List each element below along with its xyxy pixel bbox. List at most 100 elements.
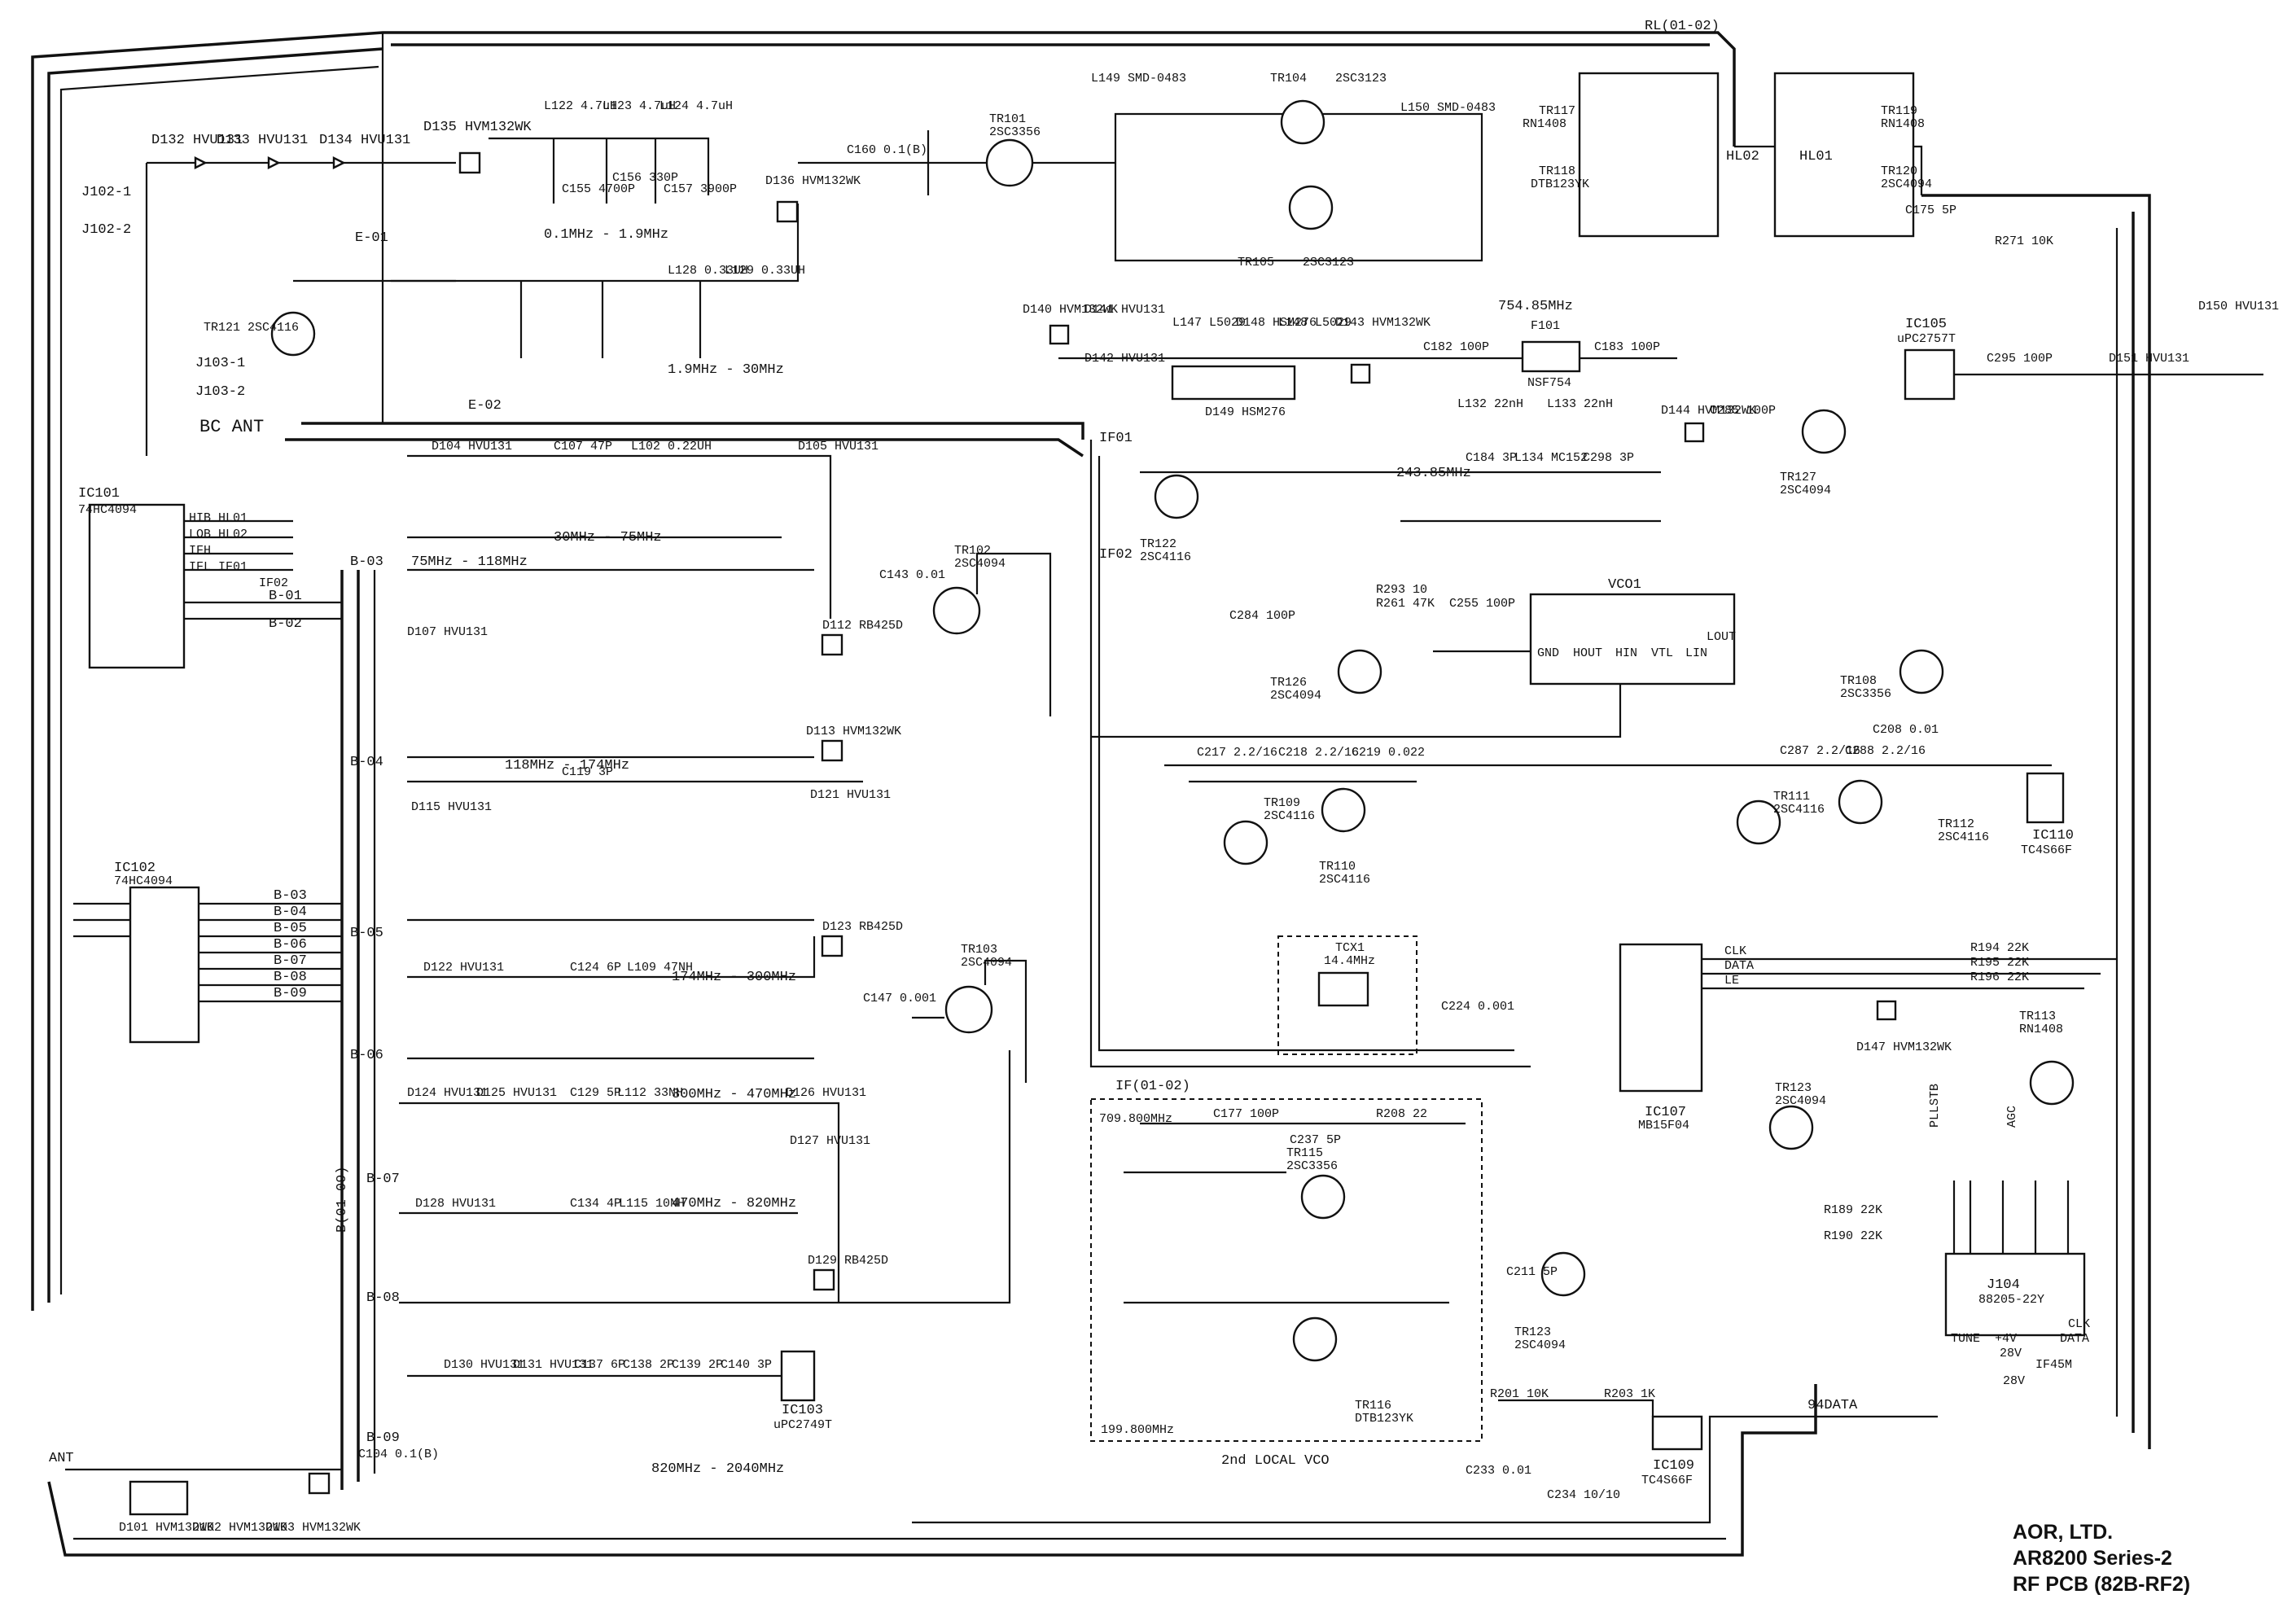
label-tr121: TR121 2SC4116 (204, 321, 299, 335)
freq-note-243: 243.85MHz (1396, 466, 1471, 481)
label-r203: R203 1K (1604, 1387, 1655, 1401)
band-label-8: 820MHz - 2040MHz (651, 1461, 784, 1477)
label-d133: D133 HVU131 (217, 133, 308, 148)
j104-pin-4v: +4V (1995, 1332, 2017, 1346)
label-tr120: TR122 (1140, 537, 1176, 551)
label-c234: C234 10/10 (1547, 1488, 1620, 1502)
label-tr111: TR111 (1773, 790, 1810, 804)
ic102-pin-b06: B-06 (274, 937, 307, 953)
label-r195: R195 22K (1970, 956, 2029, 970)
label-tr102: TR102 (954, 544, 991, 558)
ic101-pin-ifl: IFL IF01 (189, 560, 248, 574)
label-c233: C233 0.01 (1466, 1464, 1531, 1478)
net-e01: E-01 (355, 230, 388, 246)
net-pllstb: PLLSTB (1928, 1084, 1942, 1128)
transistor-tr123 (1540, 1251, 1586, 1297)
ic101-pin-hib: HIB HL01 (189, 511, 248, 525)
label-tr113-part: RN1408 (2019, 1023, 2063, 1036)
vco1-pin-hin: HIN (1615, 646, 1637, 660)
label-l134: L134 MC152 (1514, 451, 1588, 465)
ic101-pin-if02: IF02 (259, 576, 288, 590)
label-c182: C182 100P (1423, 340, 1489, 354)
net-b04: B-04 (350, 755, 383, 770)
tr123-section: TR123 2SC4094 C211 5P IC109 TC4S66F R201… (1466, 1251, 1703, 1502)
if-243-section: 243.85MHz C184 3P L134 MC152 C298 3P TR1… (1140, 451, 1661, 564)
label-d131: D131 HVU131 (513, 1358, 594, 1372)
label-d136: D136 HVM132WK (765, 174, 861, 188)
transistor-tr101 (985, 138, 1034, 187)
band-label-6: 300MHz - 470MHz (672, 1087, 796, 1102)
net-if-bus: IF(01-02) (1115, 1079, 1190, 1094)
label-c143: C143 0.01 (879, 568, 945, 582)
label-tr114: TR115 (1286, 1146, 1323, 1160)
transistor-tr103 (944, 985, 993, 1034)
filter-75-118mhz: 75MHz - 118MHz D107 HVU131 D112 RB425D D… (407, 554, 903, 762)
title-company: AOR, LTD. (2013, 1521, 2113, 1544)
label-c285: C285 100P (1710, 404, 1776, 418)
label-j102-2: J102-2 (81, 222, 131, 238)
band-label-1: 1.9MHz - 30MHz (668, 362, 784, 378)
vco1-section: VCO1 GND HOUT HIN VTL LIN LOUT C284 100P… (1091, 577, 1736, 738)
ic101-pin-lob: LOB HL02 (189, 528, 248, 541)
filter-820-2040mhz: D130 HVU131 D131 HVU131 C137 6P C138 2P … (407, 1350, 832, 1477)
ic110-part: TC4S66F (2021, 843, 2072, 857)
second-local-vco: 709.800MHz 199.800MHz 2nd LOCAL VCO IF(0… (1090, 1079, 1483, 1469)
label-c284: C284 100P (1229, 609, 1295, 623)
label-l129: L129 0.33UH (725, 264, 805, 278)
label-d135: D135 HVM132WK (423, 120, 532, 135)
ic105-section: IC105 uPC2757T C295 100P D151 HVU131 D15… (1780, 300, 2279, 497)
label-tr123: TR123 (1514, 1325, 1551, 1339)
ic103-ref: IC103 (782, 1403, 823, 1418)
vco1-pin-vtl: VTL (1651, 646, 1673, 660)
label-tr108: TR108 (1840, 674, 1877, 688)
transistor-tr115 (1292, 1316, 1338, 1362)
label-l149: L149 SMD-0483 (1091, 72, 1186, 85)
label-j103-1: J103-1 (195, 356, 245, 371)
filter-300-470mhz: D124 HVU131 D125 HVU131 C129 5P L112 33N… (399, 1086, 870, 1303)
diode-d140 (1049, 324, 1070, 345)
diode-d123 (821, 935, 843, 957)
transistor-tr105 (1288, 185, 1334, 230)
label-l150: L150 SMD-0483 (1400, 101, 1496, 115)
loop-filter-section: C217 2.2/16 C218 2.2/16 C219 0.022 TR109… (1164, 723, 2074, 887)
filter-30-75mhz: D104 HVU131 C107 47P L102 0.22UH D105 HV… (407, 440, 879, 619)
diode-d136 (776, 200, 799, 223)
net-b06: B-06 (350, 1048, 383, 1063)
label-d124: D124 HVU131 (407, 1086, 488, 1100)
ic101-pin-ifh: IFH (189, 544, 211, 558)
diode-d103 (308, 1472, 331, 1495)
ic103-part: uPC2749T (773, 1418, 832, 1432)
label-l109: L109 47NH (627, 961, 693, 975)
label-c160: C160 0.1(B) (847, 143, 927, 157)
net-if02: IF02 (1099, 547, 1133, 563)
label-d130: D130 HVU131 (444, 1358, 524, 1372)
label-r293: R293 10 (1376, 583, 1427, 597)
label-tr113: TR113 (2019, 1010, 2056, 1023)
tcx1-body (1317, 971, 1369, 1007)
ic109-ref: IC109 (1653, 1458, 1694, 1474)
transistor-tr120 (1154, 474, 1199, 519)
vco-freq-high: 709.800MHz (1099, 1112, 1172, 1126)
title-block: AOR, LTD. AR8200 Series-2 RF PCB (82B-RF… (2013, 1521, 2190, 1596)
label-c219: C219 0.022 (1352, 746, 1425, 760)
b-bus: B(01-09) B-03 B-04 B-05 B-06 B-07 B-08 B… (335, 554, 400, 1490)
vco1-body (1529, 593, 1736, 686)
label-tr122: TR123 (1775, 1081, 1812, 1095)
transistor-tr104 (1280, 99, 1325, 145)
ic107-part: MB15F04 (1638, 1119, 1689, 1132)
label-c124: C124 6P (570, 961, 621, 975)
band-label-7: 470MHz - 820MHz (672, 1196, 796, 1211)
label-d132: D132 HVU131 (151, 133, 243, 148)
vco1-pin-hout: HOUT (1573, 646, 1602, 660)
transistor-tr121 (270, 311, 316, 357)
label-c157: C157 3900P (664, 182, 737, 196)
label-tr110: TR110 (1319, 860, 1356, 874)
diode-d112 (821, 633, 843, 656)
label-l102: L102 0.22UH (631, 440, 712, 453)
net-b05: B-05 (350, 926, 383, 941)
label-d112: D112 RB425D (822, 619, 903, 633)
label-tr123-part: 2SC4094 (1514, 1338, 1566, 1352)
net-label-rl: RL(01-02) (1645, 19, 1720, 34)
transistor-tr111 (1736, 799, 1781, 845)
